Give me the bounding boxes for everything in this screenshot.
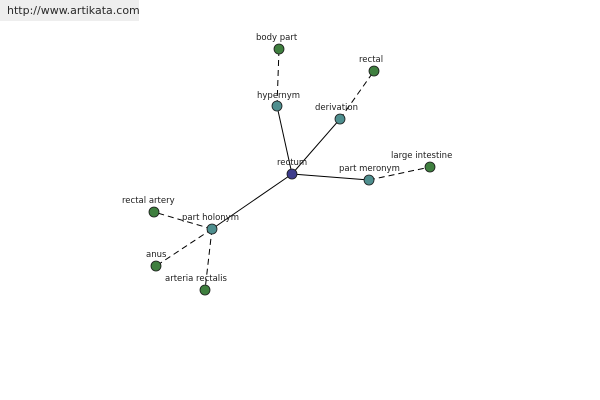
edge-part-holonym-to-anus <box>155 228 213 267</box>
labels-layer: rectum hypernym derivation part meronym part… <box>122 33 452 284</box>
label-large-intestine[interactable]: large intestine <box>391 151 452 161</box>
source-link[interactable]: http://www.artikata.com <box>0 0 140 21</box>
label-derivation[interactable]: derivation <box>315 103 358 113</box>
edge-rectum-to-derivation <box>291 118 341 175</box>
label-part-holonym[interactable]: part holonym <box>182 213 239 223</box>
edge-rectum-to-part-meronym <box>291 173 370 181</box>
edge-part-holonym-to-rectal-artery <box>153 211 213 230</box>
edge-rectum-to-hypernym <box>276 105 293 175</box>
node-hypernym[interactable] <box>271 100 283 112</box>
label-body-part[interactable]: body part <box>256 33 298 43</box>
label-arteria-rectalis[interactable]: arteria rectalis <box>165 274 228 284</box>
label-hypernym[interactable]: hypernym <box>257 91 300 101</box>
edges-layer <box>153 48 431 291</box>
label-rectal[interactable]: rectal <box>359 55 383 65</box>
node-arteria-rectalis[interactable] <box>199 284 211 296</box>
node-rectum[interactable] <box>286 168 298 180</box>
node-anus[interactable] <box>150 260 162 272</box>
node-body-part[interactable] <box>273 43 285 55</box>
edge-part-meronym-to-large-intestine <box>368 166 431 181</box>
node-part-holonym[interactable] <box>206 223 218 235</box>
edge-rectum-to-part-holonym <box>211 173 293 230</box>
label-rectum[interactable]: rectum <box>277 158 307 168</box>
node-part-meronym[interactable] <box>363 174 375 186</box>
label-anus[interactable]: anus <box>146 250 167 260</box>
node-rectal[interactable] <box>368 65 380 77</box>
node-large-intestine[interactable] <box>424 161 436 173</box>
label-part-meronym[interactable]: part meronym <box>339 164 400 174</box>
node-derivation[interactable] <box>334 113 346 125</box>
edge-part-holonym-to-arteria-rectalis <box>204 228 213 291</box>
node-rectal-artery[interactable] <box>148 206 160 218</box>
nodes-layer <box>148 43 436 296</box>
label-rectal-artery[interactable]: rectal artery <box>122 196 175 206</box>
